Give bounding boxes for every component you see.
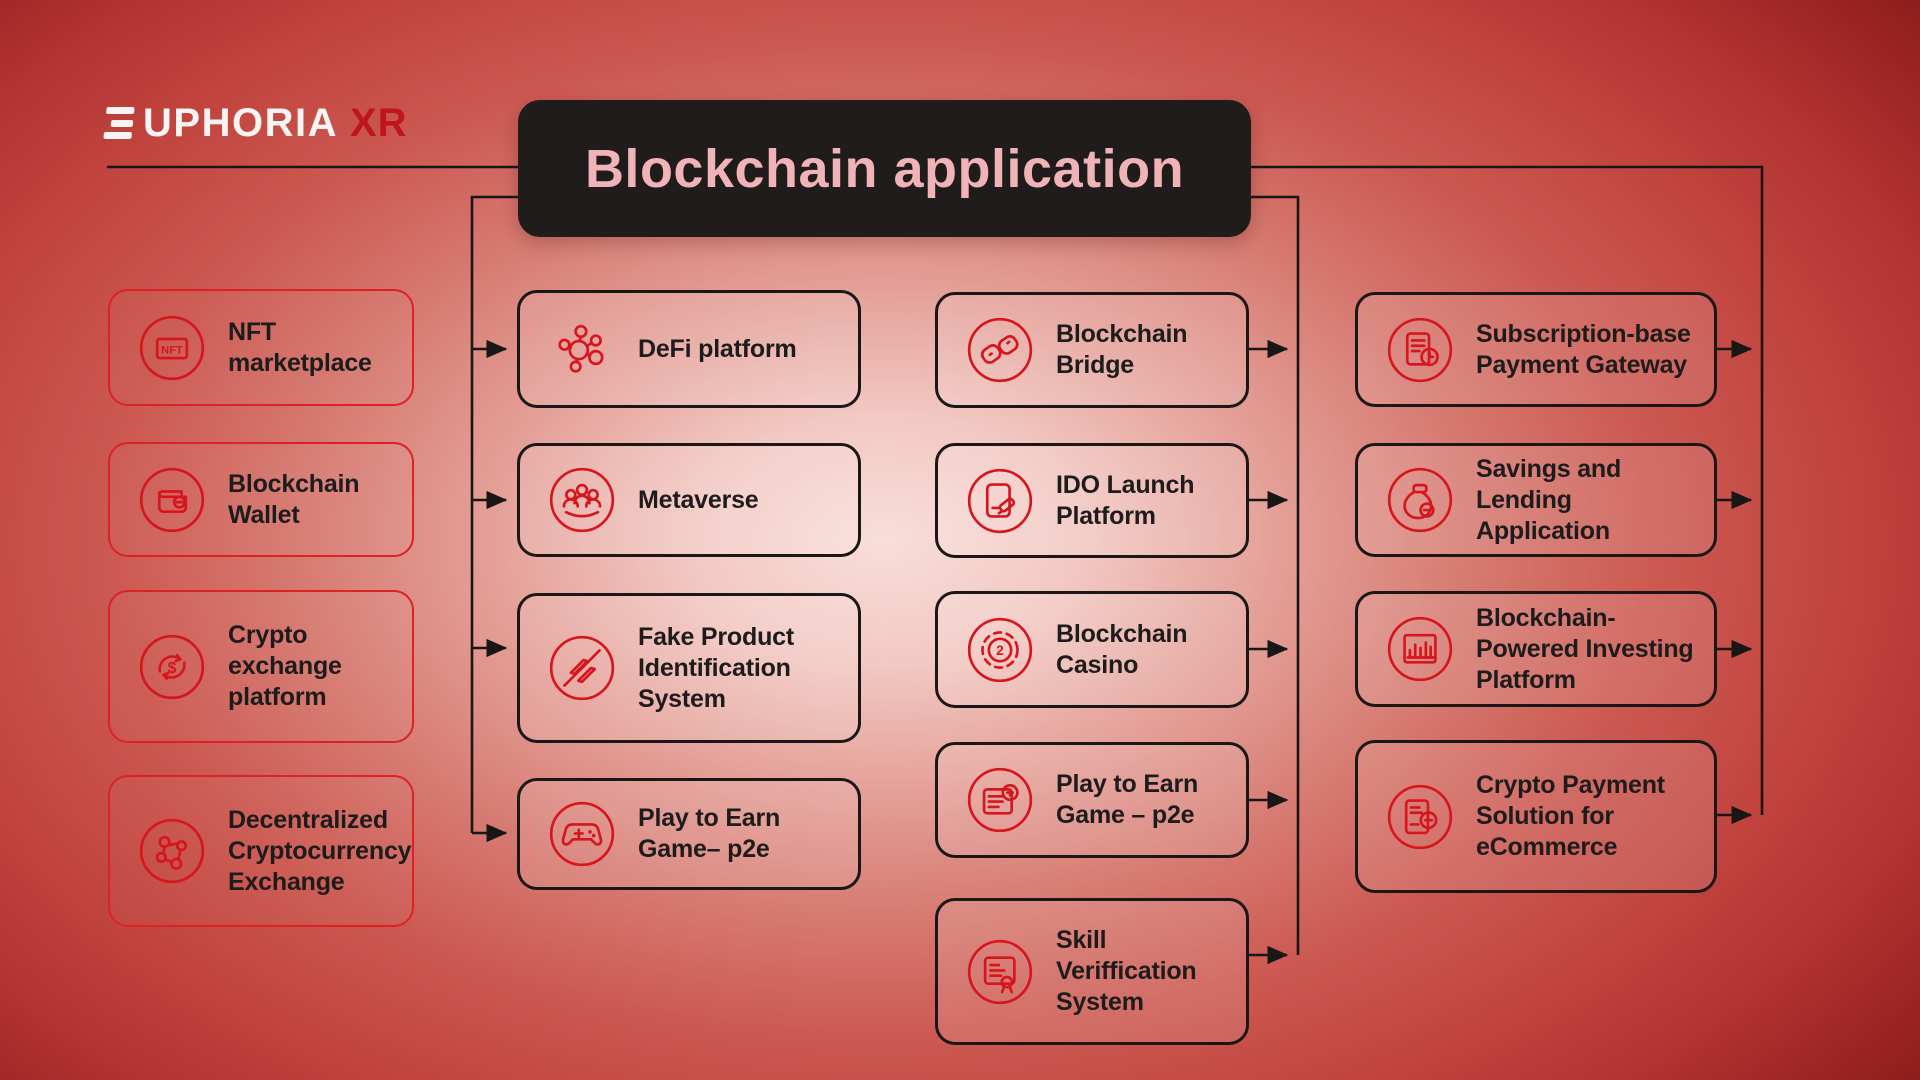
wallet-icon <box>138 466 206 534</box>
logo-brand-text: UPHORIA <box>143 101 338 145</box>
node-label: DeFi platform <box>638 334 797 363</box>
svg-text:$: $ <box>168 659 177 676</box>
node-card: Crypto Payment Solution for eCommerce <box>1355 740 1717 893</box>
node-card: Fake Product Identification System <box>517 593 861 743</box>
molecule-icon <box>548 315 616 383</box>
diagram-title: Blockchain application <box>584 138 1185 199</box>
node-card: NFT NFT marketplace <box>108 289 414 406</box>
node-card: Decentralized Cryptocurrency Exchange <box>108 775 414 927</box>
node-card: Play to Earn Game – p2e <box>935 742 1249 858</box>
node-label: Crypto Payment Solution for eCommerce <box>1476 771 1665 861</box>
invoice-search-icon <box>1386 783 1454 851</box>
people-group-icon <box>548 466 616 534</box>
money-bag-icon <box>1386 466 1454 534</box>
certificate-ribbon-icon <box>966 938 1034 1006</box>
casino-chip-icon: 2 <box>966 616 1034 684</box>
node-card: Blockchain Bridge <box>935 292 1249 408</box>
node-card: DeFi platform <box>517 290 861 408</box>
node-label: Play to Earn Game – p2e <box>1056 770 1199 829</box>
document-coin-icon <box>966 766 1034 834</box>
document-edit-icon <box>966 467 1034 535</box>
node-label: Subscription-base Payment Gateway <box>1476 319 1691 379</box>
invoice-clock-icon <box>1386 316 1454 384</box>
node-card: 2 Blockchain Casino <box>935 591 1249 708</box>
logo-e-glyph <box>103 107 135 139</box>
node-label: Crypto exchange platform <box>228 621 342 711</box>
node-label: Savings and Lending Application <box>1476 454 1622 545</box>
node-card: Blockchain Wallet <box>108 442 414 557</box>
gamepad-icon <box>548 800 616 868</box>
node-label: Fake Product Identification System <box>638 622 794 713</box>
euphoria-xr-logo: UPHORIA XR <box>103 101 408 145</box>
diagram-header: Blockchain application <box>518 100 1251 237</box>
node-card: $ Crypto exchange platform <box>108 590 414 743</box>
node-card: Skill Veriffication System <box>935 898 1249 1045</box>
chain-link-icon <box>966 316 1034 384</box>
node-label: Play to Earn Game– p2e <box>638 804 781 863</box>
nft-badge-icon: NFT <box>138 314 206 382</box>
node-label: IDO Launch Platform <box>1056 470 1195 530</box>
anti-counterfeit-icon <box>548 634 616 702</box>
svg-text:2: 2 <box>996 641 1004 657</box>
node-card: Metaverse <box>517 443 861 557</box>
node-label: Skill Veriffication System <box>1056 926 1197 1016</box>
node-card: IDO Launch Platform <box>935 443 1249 558</box>
network-nodes-icon <box>138 817 206 885</box>
currency-exchange-icon: $ <box>138 633 206 701</box>
node-card: Play to Earn Game– p2e <box>517 778 861 890</box>
node-label: Metaverse <box>638 485 759 514</box>
node-label: NFT marketplace <box>228 317 372 377</box>
node-label: Blockchain Bridge <box>1056 320 1188 379</box>
logo-suffix-text: XR <box>349 101 408 145</box>
node-card: Subscription-base Payment Gateway <box>1355 292 1717 407</box>
bar-chart-icon <box>1386 615 1454 683</box>
node-label: Decentralized Cryptocurrency Exchange <box>228 805 412 896</box>
node-label: Blockchain-Powered Investing Platform <box>1476 603 1694 694</box>
node-label: Blockchain Casino <box>1056 619 1188 679</box>
node-card: Blockchain-Powered Investing Platform <box>1355 591 1717 707</box>
node-card: Savings and Lending Application <box>1355 443 1717 557</box>
svg-text:NFT: NFT <box>161 344 183 356</box>
node-label: Blockchain Wallet <box>228 469 360 529</box>
